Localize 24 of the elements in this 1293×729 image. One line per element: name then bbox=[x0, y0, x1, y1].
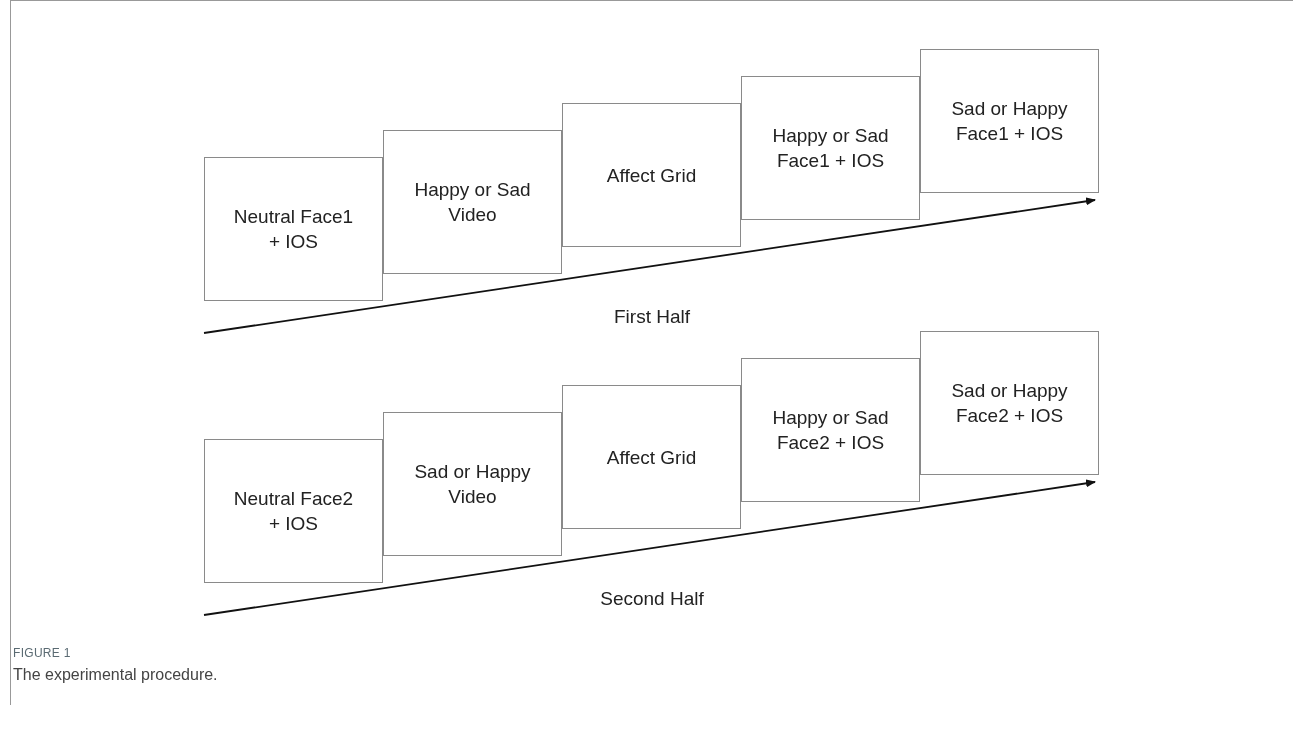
step-box bbox=[741, 358, 920, 502]
step-box bbox=[741, 76, 920, 220]
step-text: Sad or Happy Video bbox=[413, 460, 532, 509]
step-box bbox=[562, 103, 741, 247]
step-box bbox=[383, 130, 562, 274]
phase-label: First Half bbox=[614, 306, 690, 328]
step-text: Neutral Face1 + IOS bbox=[232, 205, 355, 254]
step-text: Neutral Face2 + IOS bbox=[232, 487, 355, 536]
step-text: Sad or Happy Face1 + IOS bbox=[950, 97, 1069, 146]
step-text: Affect Grid bbox=[606, 163, 697, 188]
figure-number: FIGURE 1 bbox=[13, 646, 71, 660]
step-text: Happy or Sad Face1 + IOS bbox=[771, 124, 890, 173]
step-box bbox=[204, 157, 383, 301]
step-box bbox=[562, 385, 741, 529]
step-text: Happy or Sad Video bbox=[413, 178, 532, 227]
phase-label: Second Half bbox=[600, 588, 704, 610]
step-text: Affect Grid bbox=[606, 445, 697, 470]
step-text: Happy or Sad Face2 + IOS bbox=[771, 406, 890, 455]
step-box bbox=[920, 331, 1099, 475]
step-text: Sad or Happy Face2 + IOS bbox=[950, 379, 1069, 428]
step-box bbox=[920, 49, 1099, 193]
step-box bbox=[383, 412, 562, 556]
step-box bbox=[204, 439, 383, 583]
figure-caption: The experimental procedure. bbox=[13, 666, 218, 684]
